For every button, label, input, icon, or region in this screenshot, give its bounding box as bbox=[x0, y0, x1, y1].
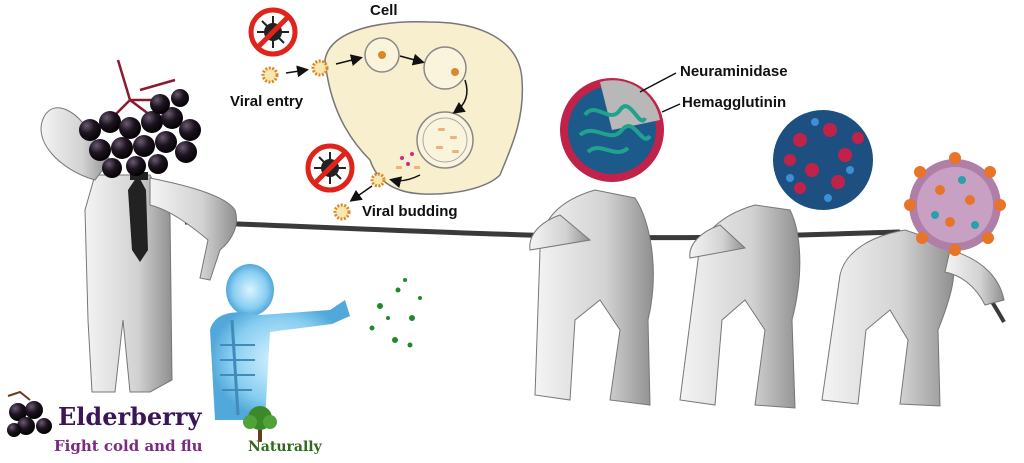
left-figure bbox=[40, 107, 237, 393]
brand-tagline: Fight cold and flu bbox=[54, 437, 203, 455]
virus-figure-3 bbox=[821, 229, 1005, 407]
no-virus-sign-icon-2 bbox=[305, 143, 355, 193]
viral-entry-label: Viral entry bbox=[230, 93, 304, 110]
elderberry-logo-icon bbox=[7, 390, 52, 437]
endosome-3 bbox=[416, 111, 474, 169]
brand-title: Elderberry bbox=[58, 402, 202, 431]
no-virus-sign-icon bbox=[248, 7, 298, 57]
budding-particles bbox=[396, 152, 420, 169]
virion-entry-icon bbox=[261, 66, 279, 84]
virus-figure-1 bbox=[529, 189, 654, 406]
hemagglutinin-label: Hemagglutinin bbox=[682, 94, 787, 111]
influenza-virus-cutaway-icon bbox=[560, 72, 681, 182]
human-body-glow-icon bbox=[210, 264, 350, 420]
virion-released-icon bbox=[333, 203, 351, 221]
influenza-virus-spiked-icon bbox=[773, 110, 873, 210]
neuraminidase-label: Neuraminidase bbox=[680, 63, 788, 80]
virus-figure-2 bbox=[679, 204, 801, 409]
cell-membrane bbox=[324, 21, 524, 195]
elderberry-cluster-icon bbox=[79, 59, 201, 178]
virion-attached-icon bbox=[311, 59, 329, 77]
virion-budding-icon bbox=[370, 172, 386, 188]
brand-naturally: Naturally bbox=[248, 439, 322, 455]
viral-budding-label: Viral budding bbox=[362, 203, 458, 220]
virus-particles-green bbox=[369, 278, 422, 348]
endosome-2 bbox=[423, 46, 467, 90]
cell-title: Cell bbox=[370, 2, 398, 19]
coronavirus-icon bbox=[904, 152, 1006, 256]
tree-logo-icon bbox=[243, 406, 277, 442]
cell-diagram bbox=[285, 21, 524, 202]
